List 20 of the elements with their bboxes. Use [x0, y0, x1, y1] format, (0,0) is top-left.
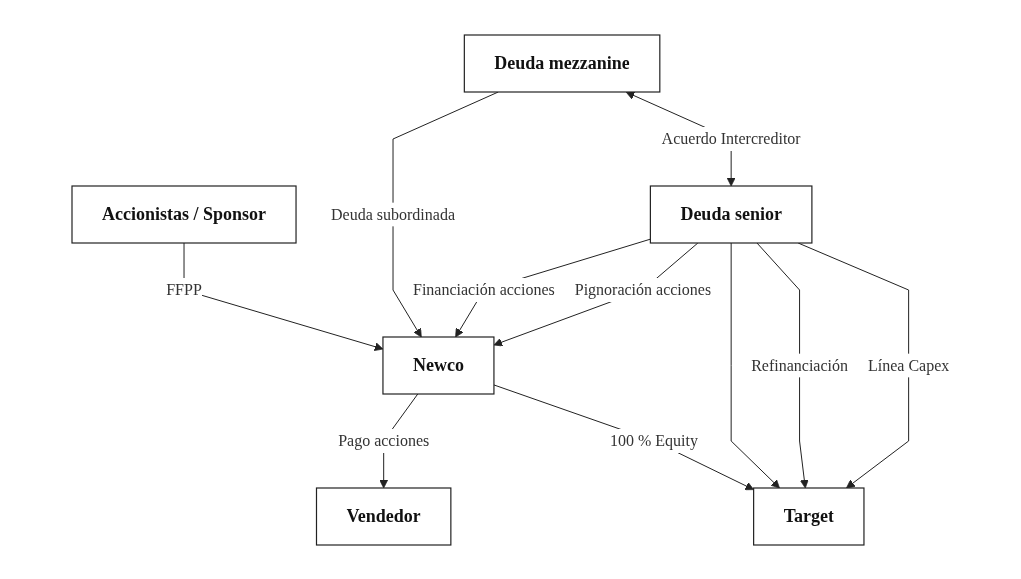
- node-box: Accionistas / Sponsor: [71, 184, 297, 244]
- edge-label: Pago acciones: [338, 431, 430, 449]
- edge-label: Refinanciación: [751, 356, 848, 373]
- arrow: [493, 383, 754, 490]
- node-box: Deuda mezzanine: [463, 33, 661, 93]
- node-box: Newco: [382, 335, 495, 395]
- arrow: [730, 242, 780, 488]
- edge-label: Financiación acciones: [412, 280, 555, 298]
- edge-label: Acuerdo Intercreditor: [661, 129, 801, 147]
- edge-label: Línea Capex: [867, 356, 950, 373]
- node-box: Target: [752, 486, 865, 546]
- edge-label: 100 % Equity: [609, 431, 698, 449]
- arrow: [797, 242, 909, 488]
- node-box: Vendedor: [315, 486, 452, 546]
- node-box: Deuda senior: [649, 184, 813, 244]
- edge-label: Deuda subordinada: [330, 205, 455, 222]
- edge-label: Pignoración acciones: [574, 280, 711, 298]
- edge-label: FFPP: [166, 280, 202, 298]
- arrow: [756, 242, 809, 488]
- arrow: [392, 91, 499, 337]
